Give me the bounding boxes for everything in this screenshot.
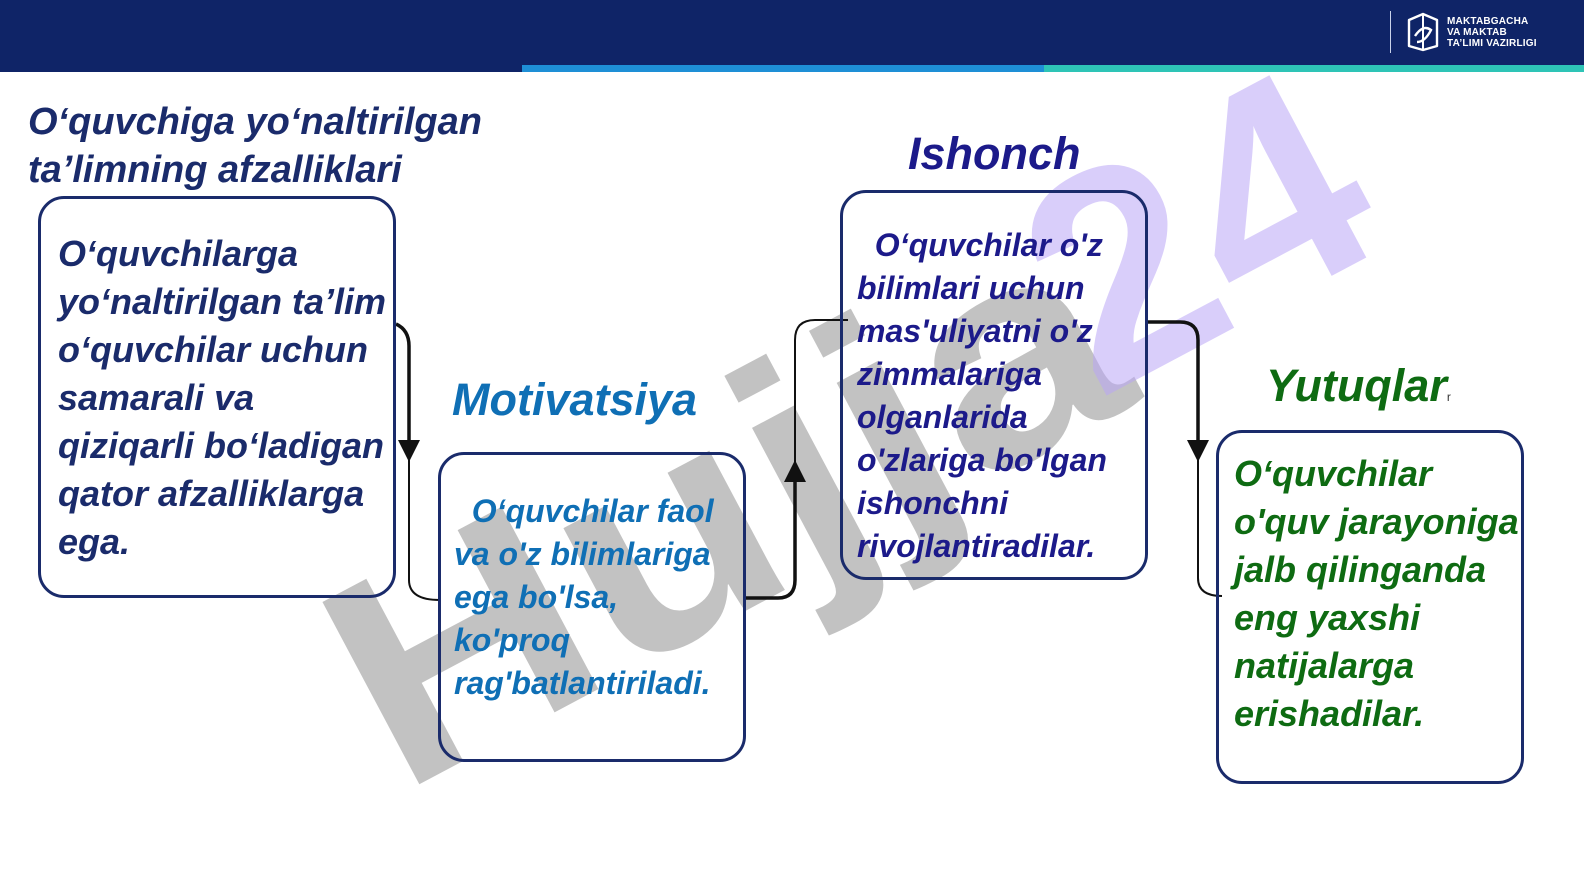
- motivation-card-text: O‘quvchilar faol va o'z bilimlariga ega …: [454, 493, 723, 701]
- logo-line-1: MAKTABGACHA: [1447, 15, 1529, 27]
- intro-card: [38, 196, 396, 598]
- trust-label: Ishonch: [908, 128, 1081, 179]
- logo-line-2: VA MAKTAB: [1447, 26, 1507, 38]
- achievements-label: Yutuqlarr: [1266, 360, 1451, 412]
- header-stripe-blue: [522, 65, 1044, 72]
- motivation-card: [438, 452, 746, 762]
- motivation-label: Motivatsiya: [452, 374, 698, 425]
- achievements-label-suffix: r: [1446, 390, 1451, 404]
- logo-divider: [1390, 11, 1391, 53]
- trust-card-text: O‘quvchilar o'z bilimlari uchun mas'uliy…: [857, 227, 1116, 564]
- header-bar: [0, 0, 1584, 65]
- intro-card-text: O‘quvchilarga yo‘naltirilgan ta’lim o‘qu…: [58, 233, 387, 562]
- book-icon: [1407, 12, 1439, 52]
- ministry-logo: MAKTABGACHA VA MAKTAB TA’LIMI VAZIRLIGI: [1390, 10, 1537, 54]
- logo-text: MAKTABGACHA VA MAKTAB TA’LIMI VAZIRLIGI: [1447, 16, 1537, 49]
- arrow-down-icon: [398, 440, 420, 462]
- achievements-card-text: O‘quvchilar o'quv jarayoniga jalb qiling…: [1234, 453, 1519, 734]
- logo-line-3: TA’LIMI VAZIRLIGI: [1447, 37, 1537, 49]
- arrow-down-icon: [1187, 440, 1209, 462]
- trust-card: [840, 190, 1148, 580]
- header-stripe-dark: [0, 65, 522, 72]
- arrow-up-icon: [784, 460, 806, 482]
- slide-title: O‘quvchiga yo‘naltirilgan ta’limning afz…: [28, 101, 482, 191]
- header-stripe-teal: [1044, 65, 1584, 72]
- achievements-label-text: Yutuqlar: [1266, 360, 1447, 411]
- achievements-card: [1216, 430, 1524, 784]
